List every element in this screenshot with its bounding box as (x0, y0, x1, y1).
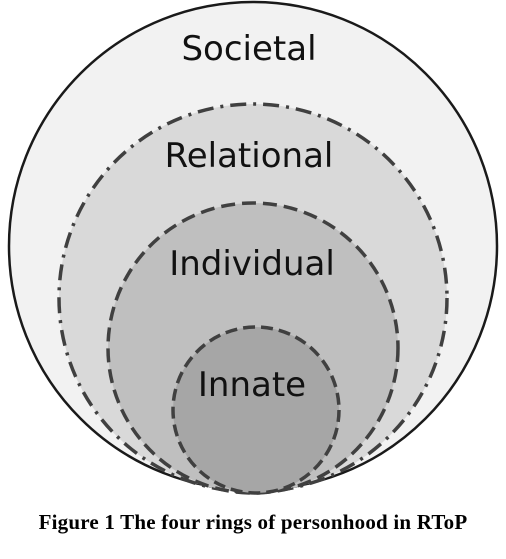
ring-innate (171, 325, 341, 495)
ring-label-relational: Relational (165, 136, 334, 176)
personhood-rings-diagram: Societal Relational Individual Innate (7, 0, 499, 495)
ring-label-societal: Societal (181, 29, 316, 69)
ring-label-innate: Innate (198, 365, 306, 405)
ring-label-individual: Individual (169, 244, 335, 284)
figure-caption: Figure 1 The four rings of personhood in… (38, 510, 468, 534)
